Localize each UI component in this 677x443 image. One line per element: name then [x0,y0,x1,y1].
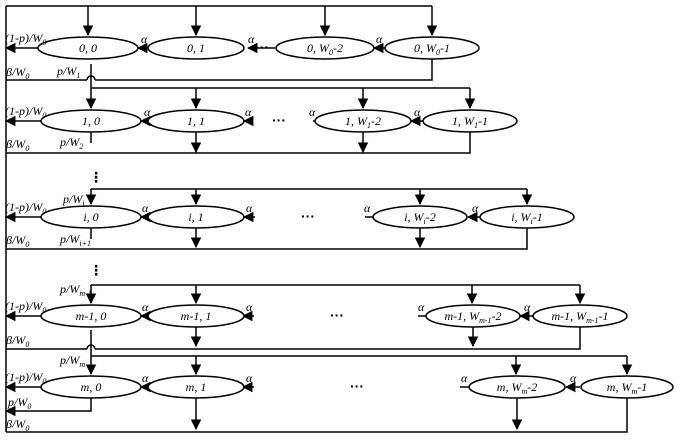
beta-label: β/W0 [5,137,29,153]
alpha-label: α [246,201,253,215]
row-1: α α α α ··· 1, 0 1, 1 1, W1-2 1, W1-1 (1… [4,64,518,154]
alpha-label: α [142,371,149,385]
svg-text:i, Wi-2: i, Wi-2 [404,210,436,226]
state-node: 0, 0 [37,36,139,60]
alpha-label: α [246,371,253,385]
state-node: i, 0 [40,205,142,229]
state-node: 1, W1-1 [422,109,518,133]
beta-label: β/W0 [5,233,29,249]
svg-text:m, 1: m, 1 [186,380,207,394]
svg-text:m, 0: m, 0 [81,380,102,394]
alpha-label: α [376,32,383,46]
svg-text:1, W1-1: 1, W1-1 [452,114,488,130]
state-node: 1, W1-2 [314,109,412,133]
p-label-row-i-next: p/Wi+1 [59,232,91,248]
state-node: i, Wi-1 [479,205,575,229]
state-node: 1, 0 [40,109,142,133]
state-node: 0, W0-2 [275,36,375,60]
state-node: m, 1 [147,375,245,399]
exit-label-one-minus-p: (1-p)/W0 [5,104,46,120]
state-node: m-1, 1 [147,304,245,328]
alpha-label: α [570,371,577,385]
alpha-label: α [246,300,253,314]
beta-label: β/W0 [5,65,29,81]
alpha-label: α [141,32,148,46]
ellipsis: ··· [330,307,344,323]
svg-text:m, Wm-1: m, Wm-1 [607,380,647,396]
state-node: m-1, Wm-1-1 [532,304,628,328]
alpha-label: α [418,300,425,314]
state-node: 0, 1 [147,36,245,60]
p-over-w0-path [4,398,92,417]
exit-label-one-minus-p: (1-p)/W0 [5,370,46,386]
row-m-minus-1: α α α α ··· m-1, 0 m-1, 1 m-1, Wm-1-2 m-… [4,282,628,350]
alpha-label: α [364,201,371,215]
ellipsis: ··· [255,39,269,55]
state-node: m-1, 0 [40,304,142,328]
state-node: m-1, Wm-1-2 [425,304,521,328]
svg-text:0, W0-1: 0, W0-1 [414,41,450,57]
alpha-label: α [248,32,255,46]
state-node: 0, W0-1 [384,36,480,60]
return-path [6,228,528,250]
beta-label: β/W0 [5,333,29,349]
row-m: α α α α ··· m, 0 m, 1 m, Wm-2 m, Wm-1 p/… [4,330,674,433]
svg-text:m-1, Wm-1-1: m-1, Wm-1-1 [551,309,608,325]
svg-text:m, Wm-2: m, Wm-2 [497,380,537,396]
alpha-label: α [245,105,252,119]
p-label-row-1: p/W2 [59,135,83,151]
vertical-ellipsis: ⋮ [89,169,103,185]
p-label-row-m-minus-1: p/Wm-1 [59,282,92,298]
state-node: m, 0 [40,375,142,399]
p-over-w0-label: p/W0 [7,395,31,411]
state-node: m, Wm-1 [580,375,674,399]
svg-text:i, Wi-1: i, Wi-1 [511,210,543,226]
alpha-label: α [144,105,151,119]
alpha-label: α [142,300,149,314]
state-node: 1, 1 [147,109,245,133]
ellipsis: ··· [350,378,364,394]
svg-text:1, 0: 1, 0 [82,114,100,128]
row-0: α α α ··· 0, 0 0, 1 0, W0-2 0, W0-1 (1-p… [4,5,480,81]
svg-text:0, 1: 0, 1 [187,41,205,55]
svg-text:m-1, 0: m-1, 0 [76,309,107,323]
svg-text:0, 0: 0, 0 [79,41,97,55]
alpha-label: α [472,201,479,215]
ellipsis: ··· [301,208,315,224]
beta-label: β/W0 [5,417,29,433]
exit-label-one-minus-p: (1-p)/W0 [5,299,46,315]
return-path [6,132,471,154]
state-node: i, Wi-2 [372,205,468,229]
return-path [95,327,581,350]
state-node: i, 1 [147,205,245,229]
alpha-label: α [142,201,149,215]
svg-text:i, 1: i, 1 [188,210,203,224]
svg-text:1, W1-2: 1, W1-2 [345,114,381,130]
svg-text:m-1, Wm-1-2: m-1, Wm-1-2 [444,309,501,325]
svg-text:1, 1: 1, 1 [187,114,205,128]
alpha-label: α [461,371,468,385]
row-i: α α α α ··· i, 0 i, 1 i, Wi-2 i, Wi-1 (1… [4,188,575,250]
alpha-label: α [309,105,316,119]
return-path [95,59,433,81]
exit-label-one-minus-p: (1-p)/W0 [5,200,46,216]
ellipsis: ··· [272,112,286,128]
alpha-label: α [414,105,421,119]
alpha-label: α [524,300,531,314]
svg-text:m-1, 1: m-1, 1 [181,309,212,323]
vertical-ellipsis: ⋮ [89,262,103,278]
p-label-row-m: p/Wm [59,353,85,369]
exit-label-one-minus-p: (1-p)/W0 [5,31,46,47]
p-label-row-i: p/Wi [62,192,85,208]
state-node: m, Wm-2 [468,375,566,399]
p-label-row-0: p/W1 [56,64,80,80]
svg-text:0, W0-2: 0, W0-2 [307,41,343,57]
return-path [6,398,628,433]
svg-text:i, 0: i, 0 [83,210,98,224]
